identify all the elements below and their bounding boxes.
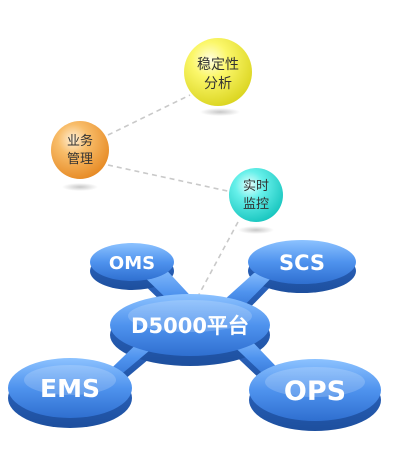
node-ops-shape — [249, 359, 381, 421]
node-ems-shape — [8, 358, 132, 418]
node-center-label: D5000平台 — [131, 314, 249, 338]
node-scs-shape — [248, 240, 356, 284]
bubble-business: 业务 管理 — [51, 121, 109, 179]
platform-surface — [8, 240, 381, 421]
bubble-business-line2: 管理 — [67, 152, 93, 167]
bubble-stability: 稳定性 分析 — [184, 38, 252, 106]
bubble-connectors — [107, 94, 239, 301]
connector-business-stability — [107, 94, 191, 136]
bubble-monitoring-line1: 实时 — [243, 179, 269, 194]
connector-monitoring-platform — [195, 221, 239, 301]
node-oms-label: OMS — [109, 253, 155, 274]
node-ems-label: EMS — [40, 374, 100, 403]
bubble-business-line1: 业务 — [67, 133, 93, 149]
bubble-monitoring-line2: 监控 — [243, 197, 269, 212]
node-ops-label: OPS — [284, 376, 346, 407]
node-scs-label: SCS — [279, 251, 325, 275]
bubble-stability-line2: 分析 — [204, 76, 232, 92]
bubble-monitoring: 实时 监控 — [229, 168, 283, 222]
node-center-shape — [110, 294, 270, 356]
bubble-shadows — [62, 108, 274, 234]
platform-highlight — [24, 300, 365, 397]
bubble-stability-line1: 稳定性 — [197, 57, 239, 73]
node-oms-shape — [90, 243, 174, 281]
connector-business-monitoring — [107, 164, 233, 193]
